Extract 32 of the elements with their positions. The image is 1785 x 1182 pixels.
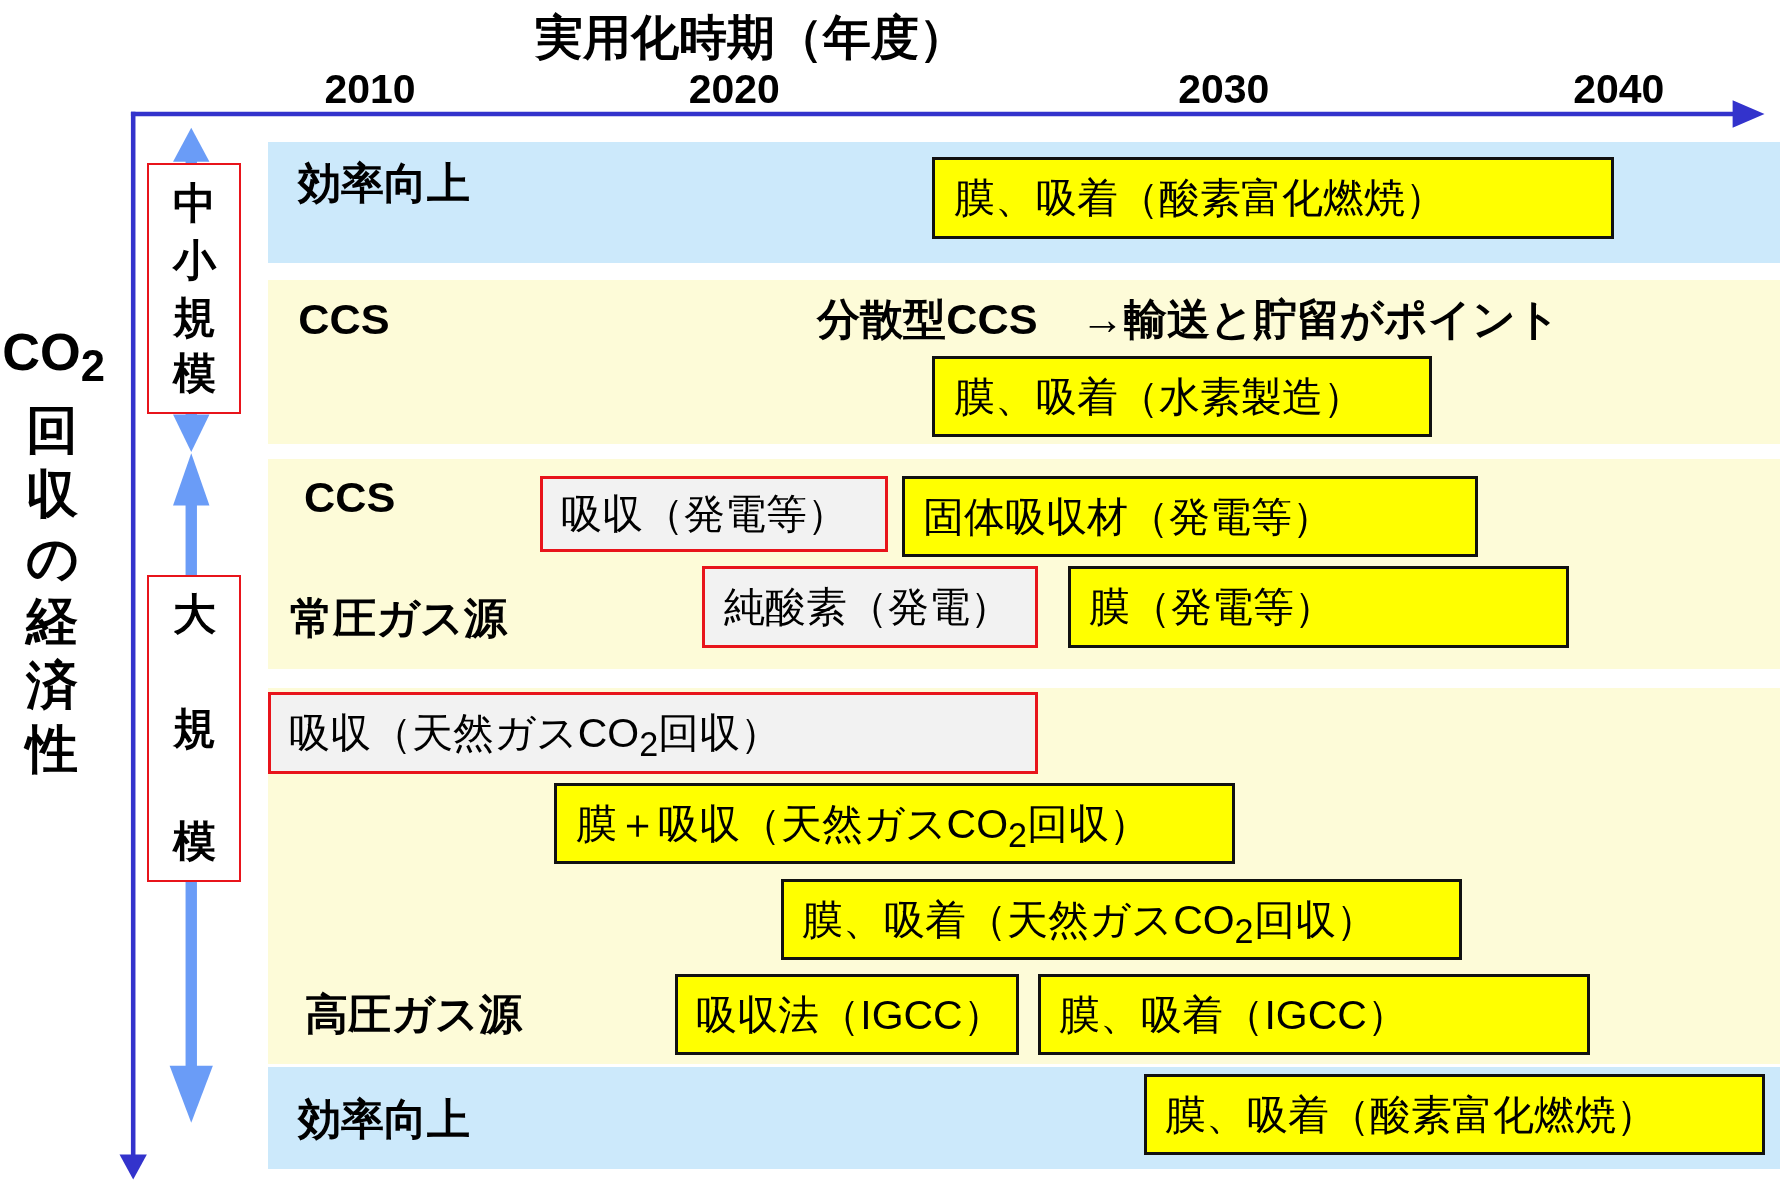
band <box>267 142 1781 263</box>
technology-box: 吸収（発電等） <box>539 475 888 553</box>
axis-title: 実用化時期（年度） <box>534 9 969 66</box>
row-heading: CCS <box>303 472 396 523</box>
row-heading: 高圧ガス源 <box>305 989 523 1040</box>
note-text: 分散型CCS →輸送と貯留がポイント <box>817 293 1560 344</box>
band <box>267 458 1781 670</box>
technology-box: 吸収法（IGCC） <box>675 974 1019 1056</box>
technology-box: 膜、吸着（水素製造） <box>932 356 1433 438</box>
band <box>267 1066 1781 1170</box>
row-heading: CCS <box>298 293 390 344</box>
row-heading: 常圧ガス源 <box>290 593 508 644</box>
row-heading: 効率向上 <box>298 158 471 209</box>
axis-label: CO$_{2}$回収の経済性 <box>2 322 103 780</box>
technology-box: 膜、吸着（IGCC） <box>1038 974 1591 1056</box>
band <box>267 687 1781 1065</box>
scale-box: 中小規模 <box>146 162 242 415</box>
technology-box: 固体吸収材（発電等） <box>901 475 1478 557</box>
tick-label: 2040 <box>1572 66 1666 113</box>
tick-label: 2010 <box>323 66 417 113</box>
technology-box: 膜（発電等） <box>1067 565 1569 648</box>
tick-label: 2030 <box>1177 66 1271 113</box>
technology-box: 膜、吸着（酸素富化燃焼） <box>932 157 1615 240</box>
tick-label: 2020 <box>687 66 781 113</box>
technology-box: 膜、吸着（天然ガスCO$_{2}$回収） <box>780 878 1462 960</box>
scale-box: 大規模 <box>146 574 242 883</box>
technology-box: 吸収（天然ガスCO$_{2}$回収） <box>267 692 1039 775</box>
technology-box: 純酸素（発電） <box>702 565 1039 648</box>
technology-box: 膜＋吸収（天然ガスCO$_{2}$回収） <box>554 783 1236 864</box>
row-heading: 効率向上 <box>298 1094 471 1145</box>
band <box>267 280 1781 444</box>
technology-box: 膜、吸着（酸素富化燃焼） <box>1144 1073 1765 1156</box>
